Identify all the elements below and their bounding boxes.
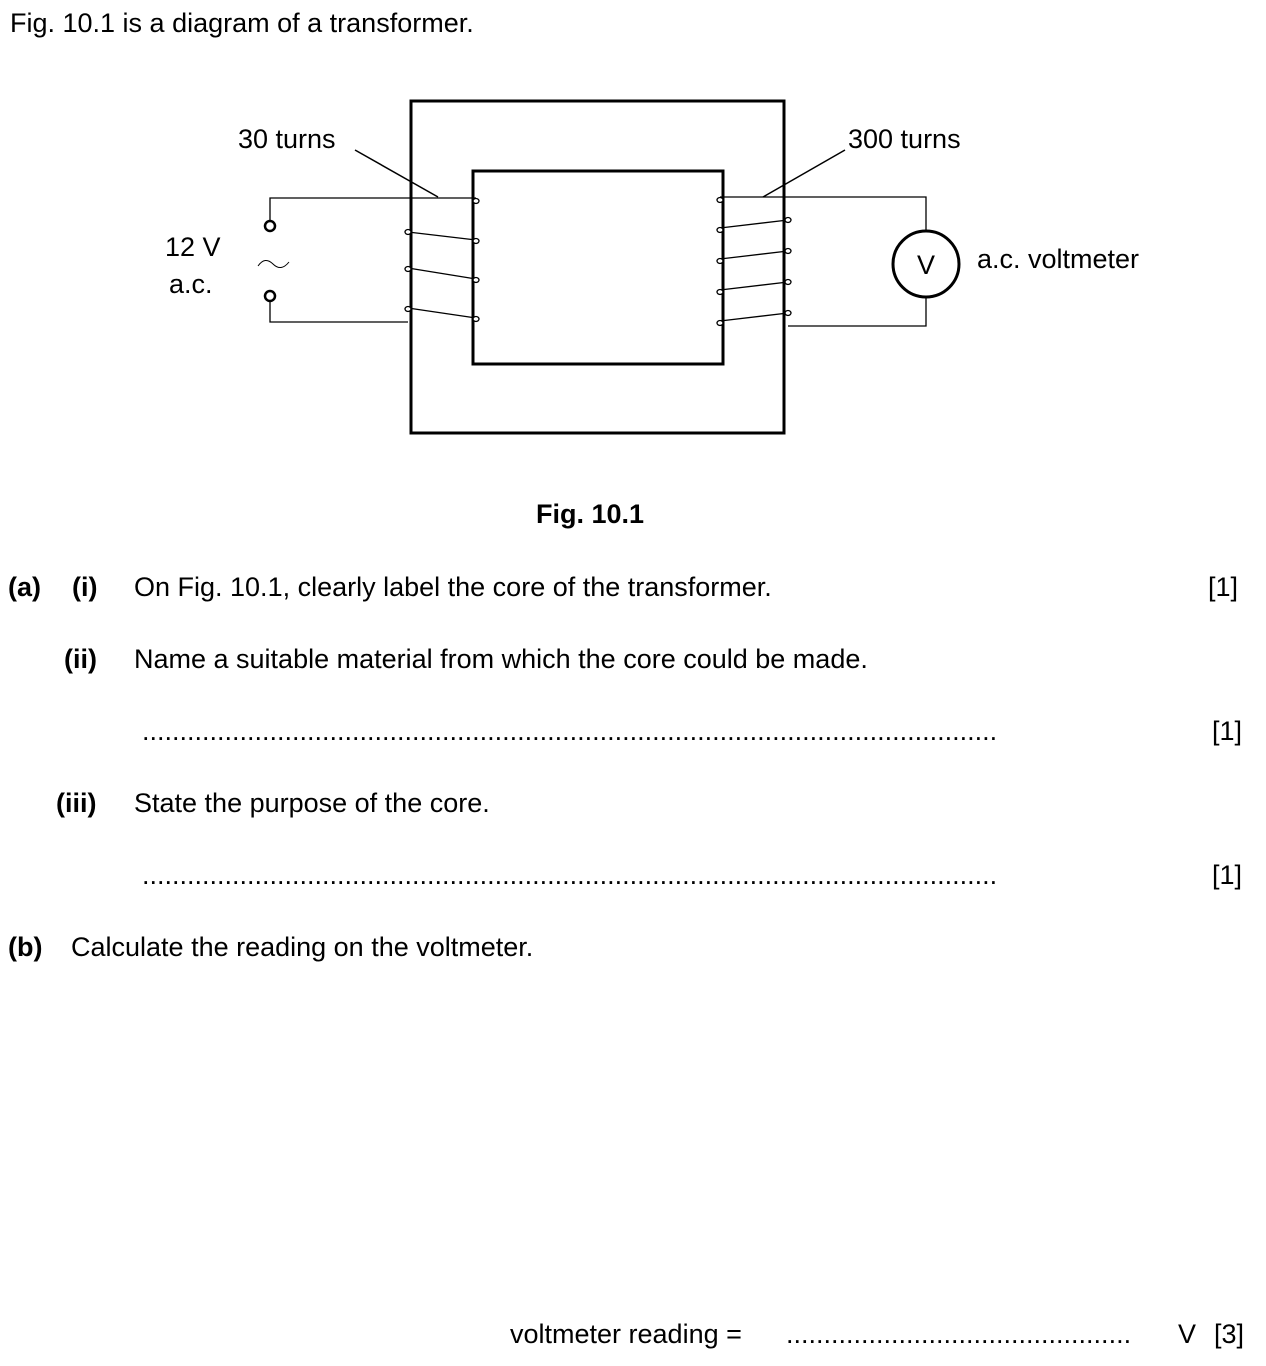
part-a-ii-marks: [1] — [1212, 716, 1243, 746]
part-a-i-marks: [1] — [1208, 572, 1239, 602]
intro-text: Fig. 10.1 is a diagram of a transformer. — [10, 8, 474, 38]
part-a-iii-text: State the purpose of the core. — [134, 788, 490, 818]
supply-voltage-label: 12 V — [165, 232, 221, 262]
part-a-ii-number: (ii) — [64, 644, 97, 674]
core-inner-edge — [471, 169, 725, 366]
part-b-marks: [3] — [1214, 1319, 1245, 1349]
voltmeter-reading-prefix: voltmeter reading = — [510, 1319, 742, 1349]
figure-caption: Fig. 10.1 — [536, 499, 645, 529]
supply-terminal-bottom — [263, 289, 277, 303]
voltmeter-label: a.c. voltmeter — [977, 244, 1139, 274]
part-a-iii-answer-line[interactable]: ........................................… — [142, 862, 998, 889]
voltmeter-symbol: V — [917, 250, 935, 280]
primary-coil — [404, 197, 480, 323]
part-a-iii-number: (iii) — [56, 788, 97, 818]
voltmeter-reading-unit: V — [1178, 1319, 1197, 1349]
supply-terminal-top — [263, 219, 277, 233]
supply-terminals — [263, 219, 277, 303]
part-a-iii-marks: [1] — [1212, 860, 1243, 890]
part-a-label: (a) — [8, 572, 41, 602]
part-b-label: (b) — [8, 932, 43, 962]
secondary-label-leader — [762, 149, 846, 198]
supply-type-label: a.c. — [169, 269, 213, 299]
part-a-ii-answer-line[interactable]: ........................................… — [142, 718, 998, 745]
transformer-diagram: 30 turns 300 turns 12 V a.c. V a.c. volt… — [165, 99, 1139, 435]
secondary-coil — [716, 196, 792, 327]
primary-circuit — [269, 197, 476, 323]
part-b-text: Calculate the reading on the voltmeter. — [71, 932, 534, 962]
voltmeter-reading-answer-line[interactable]: ........................................… — [786, 1321, 1132, 1348]
primary-turns-label: 30 turns — [238, 124, 336, 154]
ac-symbol-icon — [257, 260, 290, 268]
part-a-i-number: (i) — [72, 572, 98, 602]
secondary-circuit — [720, 196, 927, 327]
core-outer-edge — [409, 99, 786, 435]
part-a-ii-text: Name a suitable material from which the … — [134, 644, 868, 674]
primary-label-leader — [354, 149, 439, 198]
voltmeter-circle — [891, 229, 961, 299]
part-a-i-text: On Fig. 10.1, clearly label the core of … — [134, 572, 772, 602]
secondary-turns-label: 300 turns — [848, 124, 961, 154]
